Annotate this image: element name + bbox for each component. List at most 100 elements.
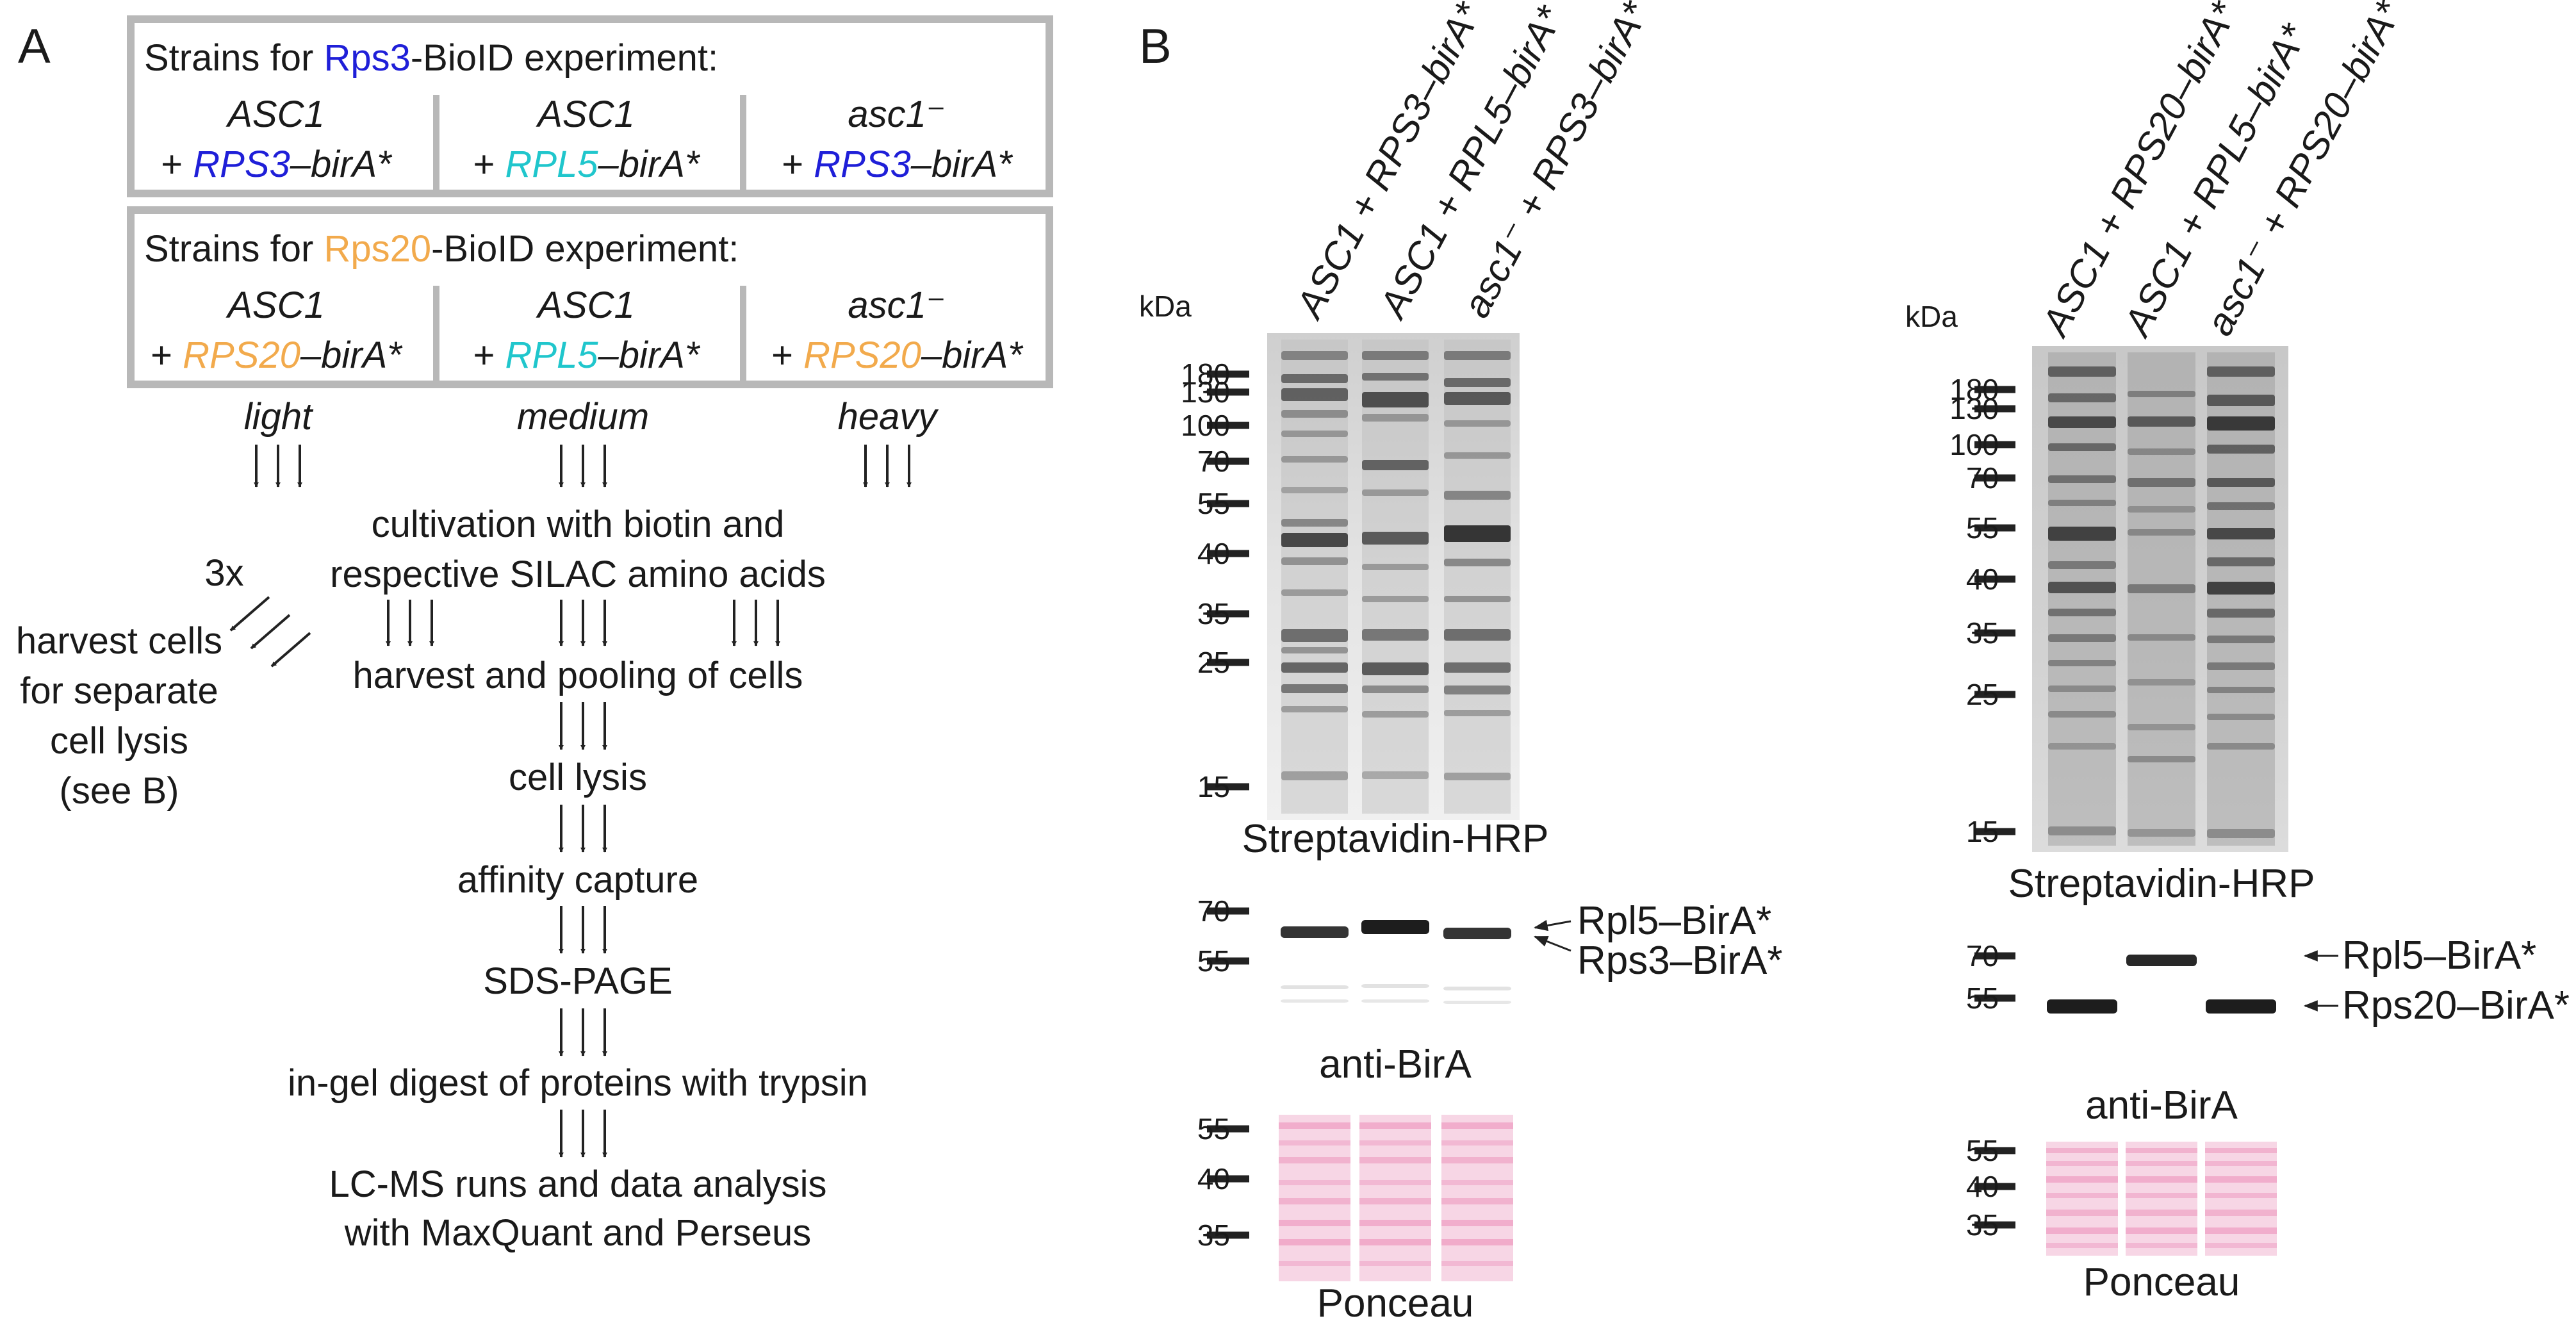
lane-smear bbox=[2207, 352, 2275, 846]
lane-smear bbox=[1362, 340, 1429, 814]
protein-band bbox=[1362, 373, 1429, 381]
protein-band bbox=[2128, 529, 2195, 536]
mw-label: 55 bbox=[1966, 981, 1999, 1015]
band-label-rps20-right: Rps20–BirA* bbox=[2342, 983, 2570, 1028]
mw-label: 25 bbox=[1197, 646, 1230, 679]
protein-band bbox=[2048, 416, 2116, 428]
ponceau-lanes-left bbox=[1279, 1115, 1513, 1281]
ponceau-band bbox=[2126, 1161, 2197, 1166]
box2-strain3-name: asc1⁻ bbox=[848, 284, 946, 326]
protein-band bbox=[1281, 706, 1348, 712]
strain-box-rps3: Strains for Rps3-BioID experiment: ASC1 … bbox=[127, 15, 1053, 197]
arrow-side bbox=[250, 614, 291, 650]
protein-band bbox=[1444, 710, 1511, 716]
protein-band bbox=[2207, 502, 2275, 510]
protein-band bbox=[1444, 351, 1511, 360]
protein-band bbox=[1444, 420, 1511, 427]
ponceau-band bbox=[2126, 1210, 2197, 1216]
mw-label: 40 bbox=[1197, 537, 1230, 570]
protein-band bbox=[2048, 500, 2116, 506]
ponceau-band bbox=[1441, 1140, 1513, 1145]
step-lcms-line1: LC-MS runs and data analysis bbox=[329, 1163, 827, 1205]
protein-band bbox=[1362, 686, 1429, 693]
mw-label: 15 bbox=[1197, 770, 1230, 803]
mw-label: 55 bbox=[1966, 511, 1999, 545]
ponceau-band bbox=[1359, 1198, 1431, 1204]
protein-band bbox=[1444, 491, 1511, 500]
ponceau-band bbox=[1359, 1220, 1431, 1226]
lane-smear bbox=[2128, 352, 2195, 846]
band-label-rpl5-right: Rpl5–BirA* bbox=[2342, 933, 2536, 978]
box2-strain2-construct: + RPL5–birA* bbox=[473, 334, 700, 376]
protein-band bbox=[1444, 525, 1511, 542]
ponceau-band bbox=[2126, 1193, 2197, 1198]
protein-band bbox=[1444, 559, 1511, 566]
ponceau-band bbox=[1279, 1157, 1350, 1163]
protein-band bbox=[2207, 528, 2275, 539]
protein-band bbox=[2207, 478, 2275, 487]
ponceau-band bbox=[1441, 1198, 1513, 1204]
blot-set-rps20: ASC1 + RPS20–birA* ASC1 + RPL5–birA* asc… bbox=[1905, 0, 2570, 1304]
box1-title-protein: Rps3 bbox=[324, 37, 410, 79]
ponceau-label-right: Ponceau bbox=[2083, 1260, 2240, 1304]
ponceau-lane bbox=[2126, 1142, 2197, 1256]
mw-label: 180 bbox=[1949, 373, 1999, 406]
ponceau-band bbox=[2205, 1176, 2277, 1183]
protein-band bbox=[1362, 532, 1429, 545]
ponceau-lane bbox=[2046, 1142, 2118, 1256]
protein-band bbox=[2207, 557, 2275, 566]
band-label-rpl5-left: Rpl5–BirA* bbox=[1577, 899, 1771, 943]
protein-band bbox=[2048, 826, 2116, 835]
ponceau-band bbox=[2205, 1227, 2277, 1234]
box2-strain2-name: ASC1 bbox=[536, 284, 635, 326]
mw-label: 40 bbox=[1966, 1170, 1999, 1203]
ponceau-band bbox=[1441, 1122, 1513, 1129]
box1-strain2-name: ASC1 bbox=[536, 94, 635, 135]
protein-band bbox=[2048, 475, 2116, 483]
mw-label: 25 bbox=[1966, 678, 1999, 711]
side-line-4: (see B) bbox=[60, 770, 179, 812]
ponceau-band bbox=[1279, 1198, 1350, 1204]
ponceau-band bbox=[2126, 1227, 2197, 1234]
step-affinity-capture: affinity capture bbox=[457, 859, 698, 901]
ponceau-band bbox=[1441, 1157, 1513, 1163]
protein-band bbox=[1281, 629, 1348, 642]
box2-title-protein: Rps20 bbox=[324, 228, 431, 270]
mw-label: 35 bbox=[1966, 1208, 1999, 1242]
streptavidin-label-left: Streptavidin-HRP bbox=[1242, 817, 1549, 861]
protein-band bbox=[1444, 452, 1511, 459]
kda-label-left: kDa bbox=[1139, 290, 1192, 323]
ponceau-band bbox=[2205, 1148, 2277, 1153]
ponceau-band bbox=[1359, 1239, 1431, 1245]
ponceau-band bbox=[1359, 1157, 1431, 1163]
protein-band bbox=[1281, 589, 1348, 596]
band-label-rps3-left: Rps3–BirA* bbox=[1577, 939, 1782, 983]
flow-arrows bbox=[229, 445, 912, 1158]
box2-title: Strains for Rps20-BioID experiment: bbox=[144, 228, 739, 270]
step-in-gel-digest: in-gel digest of proteins with trypsin bbox=[288, 1062, 868, 1104]
birA-blot-left bbox=[1267, 891, 1520, 1038]
protein-band bbox=[1362, 711, 1429, 718]
protein-band bbox=[1444, 686, 1511, 694]
box2-strain3-construct: + RPS20–birA* bbox=[771, 334, 1024, 376]
protein-band bbox=[2207, 395, 2275, 406]
ponceau-band bbox=[2205, 1210, 2277, 1216]
ponceau-band bbox=[2046, 1243, 2118, 1248]
protein-band bbox=[2048, 366, 2116, 377]
protein-band bbox=[1281, 431, 1348, 437]
step-cultivation-line2: respective SILAC amino acids bbox=[330, 554, 826, 595]
box1-strain3-name: asc1⁻ bbox=[848, 94, 946, 135]
strain-box-rps20: Strains for Rps20-BioID experiment: ASC1… bbox=[127, 206, 1053, 388]
ponceau-band bbox=[1359, 1261, 1431, 1266]
ponceau-band bbox=[2126, 1148, 2197, 1153]
ponceau-band bbox=[2205, 1161, 2277, 1166]
ponceau-band bbox=[2046, 1148, 2118, 1153]
arrow-side bbox=[229, 596, 270, 632]
protein-band bbox=[2048, 634, 2116, 642]
protein-band bbox=[2048, 711, 2116, 718]
ponceau-band bbox=[1441, 1220, 1513, 1226]
ponceau-band bbox=[1359, 1122, 1431, 1129]
